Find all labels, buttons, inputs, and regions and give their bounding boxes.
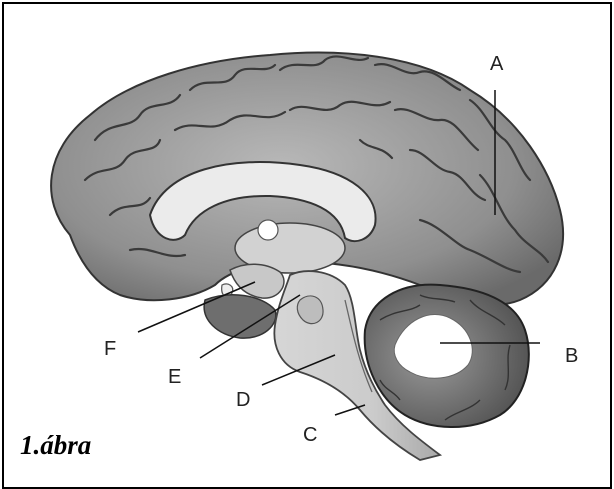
label-b: B [565, 345, 578, 367]
label-f: F [104, 338, 116, 360]
label-e: E [168, 366, 181, 388]
figure-caption: 1.ábra [20, 430, 91, 461]
label-a: A [490, 53, 504, 75]
label-c: C [303, 424, 317, 446]
label-d: D [236, 389, 250, 411]
hypothalamus [230, 264, 284, 298]
